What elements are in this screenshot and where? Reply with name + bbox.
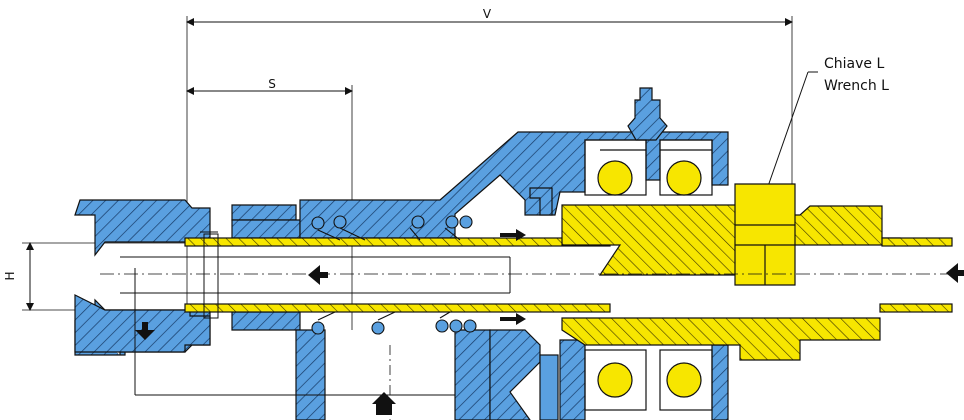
springs-lower — [311, 311, 477, 335]
flow-arrow-left-center — [308, 265, 328, 285]
dimension-v-label: V — [483, 7, 492, 21]
housing-lower — [74, 294, 729, 420]
flow-arrow-left-inlet — [946, 263, 964, 283]
bearing-lower — [584, 349, 713, 411]
bearing-ball-upper-right — [666, 160, 702, 196]
dimension-v: V — [186, 7, 793, 320]
bearing-ball-lower-right — [666, 362, 702, 398]
flow-arrow-down-outlet — [135, 322, 155, 340]
dimension-h-label: H — [3, 271, 17, 280]
housing-upper — [74, 87, 729, 257]
bearing-ball-lower-left — [597, 362, 633, 398]
dimension-s-label: S — [268, 77, 276, 91]
flow-arrow-right-lower — [500, 313, 526, 325]
springs-upper — [311, 215, 473, 241]
flow-arrows — [135, 229, 964, 415]
bearing-upper — [584, 139, 713, 196]
bearing-ball-upper-left — [597, 160, 633, 196]
callout-line-2: Wrench L — [824, 78, 889, 94]
flow-arrow-up-bottom — [372, 392, 396, 415]
wrench-hex — [734, 183, 796, 286]
inner-channel — [120, 231, 511, 396]
callout-line-1: Chiave L — [824, 56, 884, 72]
wrench-callout: Chiave L Wrench L — [765, 56, 889, 193]
rotor-shaft — [184, 183, 953, 361]
flow-arrow-right-upper — [500, 229, 526, 241]
